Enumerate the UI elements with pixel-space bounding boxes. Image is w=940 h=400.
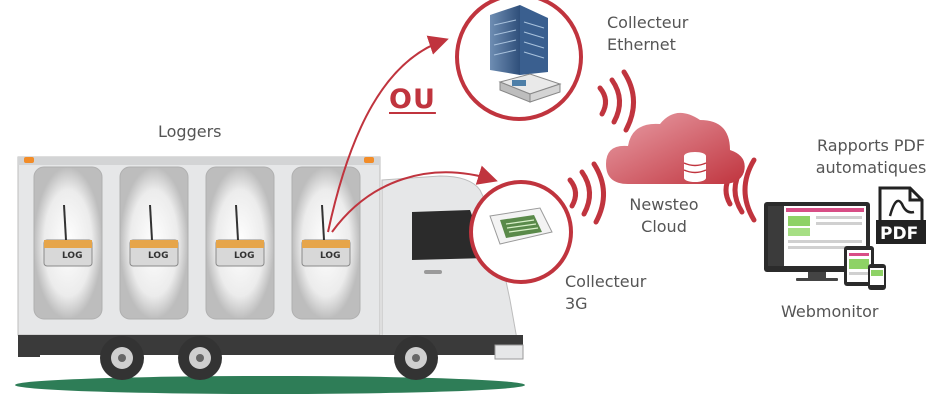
truck: LOG LOG LOG LOG [17, 156, 524, 380]
wheel [394, 336, 438, 380]
logger-panel-3: LOG [205, 166, 275, 320]
label-line: Collecteur [607, 13, 689, 32]
signal-waves-3g [567, 161, 607, 225]
signal-waves-ethernet [597, 69, 637, 133]
logger-panel-2: LOG [119, 166, 189, 320]
ground-shadow [15, 376, 525, 394]
truck-door-handle [424, 270, 442, 274]
label-line: Cloud [641, 217, 687, 236]
truck-windshield [412, 210, 488, 260]
label-loggers: Loggers [158, 122, 222, 141]
logger-panel-1: LOG [33, 166, 103, 320]
label-ou: OU [389, 84, 436, 115]
wheel [100, 336, 144, 380]
tablet-icon [844, 246, 874, 286]
cargo-light-left [24, 157, 34, 163]
truck-bumper [494, 344, 524, 360]
3g-collector [469, 180, 573, 284]
label-line: Collecteur [565, 272, 647, 291]
logger-label: LOG [62, 251, 82, 261]
logger-panel-4: LOG [291, 166, 361, 320]
logger-label: LOG [148, 251, 168, 261]
phone-icon [868, 264, 886, 290]
label-line: Rapports PDF [816, 136, 926, 155]
ethernet-collector [455, 0, 583, 121]
label-line: automatiques [815, 158, 927, 177]
ethernet-device-icon [498, 73, 562, 103]
label-webmonitor: Webmonitor [781, 302, 879, 321]
building-icon [490, 5, 548, 75]
pdf-document-icon: PDF [876, 186, 926, 244]
label-line: Ethernet [607, 35, 676, 54]
arrow-to-ethernet [327, 35, 449, 233]
3g-device-icon [489, 207, 553, 245]
database-icon [683, 152, 707, 182]
label-collecteur-ethernet: Collecteur Ethernet [607, 12, 688, 56]
label-line: Newsteo [629, 195, 699, 214]
arrow-to-3g [331, 165, 498, 233]
pdf-icon-text: PDF [880, 224, 918, 244]
logger-label: LOG [234, 251, 254, 261]
logger-label: LOG [320, 251, 340, 261]
cloud-icon [606, 112, 745, 184]
label-line: 3G [565, 294, 588, 313]
cargo-light-right [364, 157, 374, 163]
wheel [178, 336, 222, 380]
label-rapports-pdf: Rapports PDF automatiques [806, 135, 936, 179]
label-collecteur-3g: Collecteur 3G [565, 271, 646, 315]
label-newsteo-cloud: Newsteo Cloud [624, 194, 704, 238]
truck-chassis [18, 335, 523, 355]
